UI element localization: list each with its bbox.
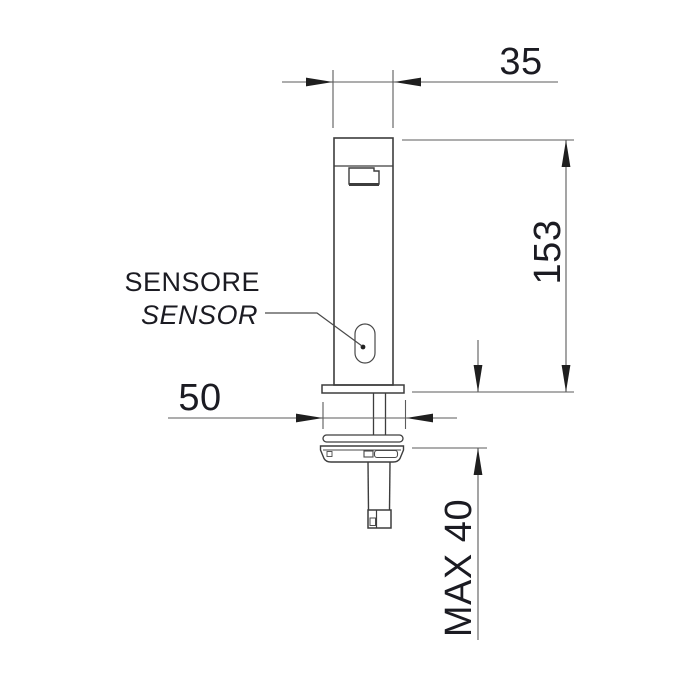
sensor-window [354,323,376,364]
mounting-assembly [319,384,405,529]
dimension-flange-width: 50 [168,377,457,429]
connector-body [367,509,392,529]
arrowhead-left-icon [394,77,421,87]
arrowhead-up-icon [561,140,571,167]
arrowhead-left-icon [406,413,433,423]
dimension-body-height: 153 [402,139,574,393]
sensor-label-english: SENSOR [141,300,258,330]
arrowhead-up-icon [473,448,483,475]
arrowhead-down-icon [473,365,483,392]
inlet-tube-left [367,461,370,511]
dimension-value-max40: MAX 40 [438,499,480,637]
inlet-tube-right [388,461,391,511]
arrowhead-right-icon [296,413,323,423]
spout-opening [348,167,380,185]
mounting-washer [322,434,404,443]
dimension-max-deck-thickness: MAX 40 [412,340,487,640]
sensor-label-italian: SENSORE [124,267,260,297]
nut-detail-slot [373,449,399,459]
dimension-value-35: 35 [499,41,542,83]
connector-detail [369,517,376,526]
nut-detail-block [363,450,374,458]
dimension-value-153: 153 [527,220,569,285]
arrowhead-right-icon [306,77,333,87]
base-flange [321,384,405,394]
dimension-top-width: 35 [282,41,558,128]
mounting-nut [319,445,405,463]
sensor-label-group: SENSORE SENSOR [124,267,363,347]
dimension-value-50: 50 [178,377,221,419]
arrowhead-down-icon [561,365,571,392]
faucet-body [333,137,394,386]
nut-detail-notch [326,451,333,457]
leader-line [265,312,363,347]
